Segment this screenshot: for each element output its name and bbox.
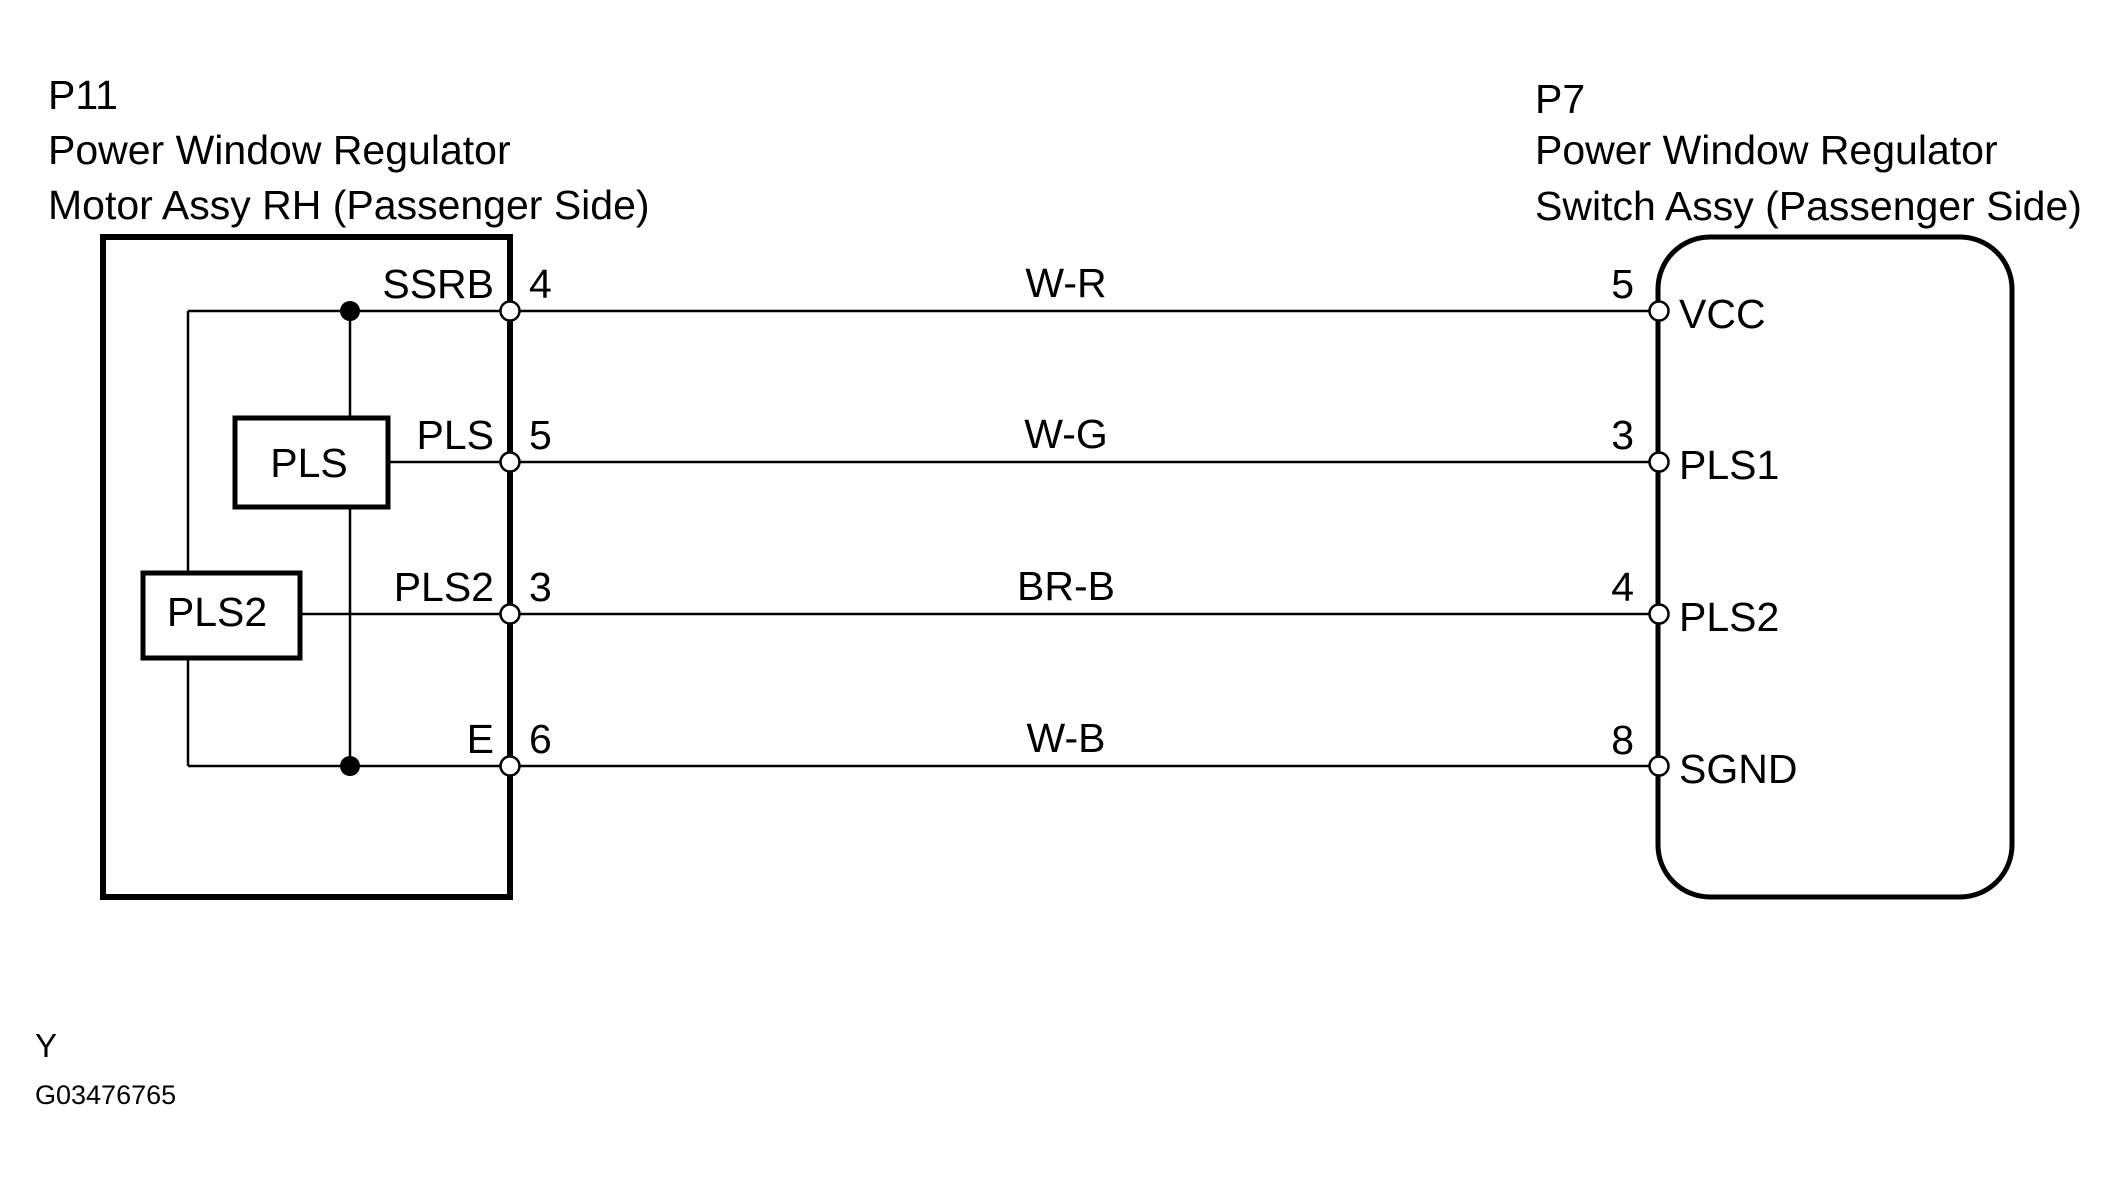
left-terminal-pin-5 [499, 451, 521, 473]
right-pin-number-8: 8 [1611, 717, 1634, 763]
left-pin-name-e: E [467, 716, 494, 762]
left-connector-terminals [499, 300, 521, 777]
left-pin-number-5: 5 [529, 412, 552, 458]
pls-component-box [232, 415, 391, 510]
left-terminal-pin-4 [499, 300, 521, 322]
pls-component-label: PLS [270, 440, 348, 486]
pls2-component-box [140, 570, 303, 661]
left-pin-number-4: 4 [529, 261, 552, 307]
footer-section-label: Y [35, 1027, 57, 1064]
right-pin-number-4: 4 [1611, 564, 1634, 610]
left-pin-name-ssrb: SSRB [382, 261, 494, 307]
junction-dot-bottom [340, 756, 360, 776]
left-pin-name-pls2: PLS2 [394, 564, 494, 610]
wire-color-label-w-b: W-B [1027, 715, 1106, 761]
right-pin-names: VCC PLS1 PLS2 SGND [1679, 291, 1797, 792]
right-pin-numbers: 5 3 4 8 [1611, 261, 1634, 763]
left-pin-names: SSRB PLS PLS2 E [382, 261, 494, 762]
left-connector-title-line1: Power Window Regulator [48, 127, 511, 173]
left-connector-internal-wiring [186, 311, 352, 766]
right-pin-name-vcc: VCC [1679, 291, 1766, 337]
right-connector-code: P7 [1535, 76, 1585, 122]
right-connector-title-line1: Power Window Regulator [1535, 127, 1998, 173]
pls2-component-label: PLS2 [167, 589, 267, 635]
left-connector-title-line2: Motor Assy RH (Passenger Side) [48, 182, 650, 228]
left-connector-outline [100, 234, 513, 900]
left-connector-header: P11 Power Window Regulator Motor Assy RH… [48, 72, 650, 228]
wire-color-label-w-g: W-G [1024, 411, 1108, 457]
right-connector-terminals [1648, 300, 1670, 777]
left-pin-name-pls: PLS [417, 412, 495, 458]
right-terminal-pin-3 [1648, 451, 1670, 473]
footer: Y G03476765 [35, 1027, 176, 1110]
right-pin-name-pls1: PLS1 [1679, 442, 1779, 488]
left-connector-code: P11 [48, 72, 118, 118]
left-pin-number-6: 6 [529, 716, 552, 762]
junction-dot-top [340, 301, 360, 321]
right-connector-title-line2: Switch Assy (Passenger Side) [1535, 183, 2082, 229]
right-pin-name-pls2: PLS2 [1679, 594, 1779, 640]
right-terminal-pin-4 [1648, 603, 1670, 625]
left-pin-number-3: 3 [529, 564, 552, 610]
wire-color-labels: W-R W-G BR-B W-B [1017, 260, 1115, 761]
wire-color-label-w-r: W-R [1025, 260, 1106, 306]
right-pin-name-sgnd: SGND [1679, 746, 1797, 792]
right-pin-number-5: 5 [1611, 261, 1634, 307]
right-pin-number-3: 3 [1611, 412, 1634, 458]
left-terminal-pin-6 [499, 755, 521, 777]
wire-lines [188, 309, 1659, 768]
wire-color-label-br-b: BR-B [1017, 563, 1115, 609]
footer-figure-id: G03476765 [35, 1080, 176, 1110]
right-connector-outline [1655, 234, 2015, 900]
right-terminal-pin-8 [1648, 755, 1670, 777]
right-terminal-pin-5 [1648, 300, 1670, 322]
right-connector-header: P7 Power Window Regulator Switch Assy (P… [1535, 76, 2082, 229]
left-pin-numbers: 4 5 3 6 [529, 261, 552, 762]
left-terminal-pin-3 [499, 603, 521, 625]
